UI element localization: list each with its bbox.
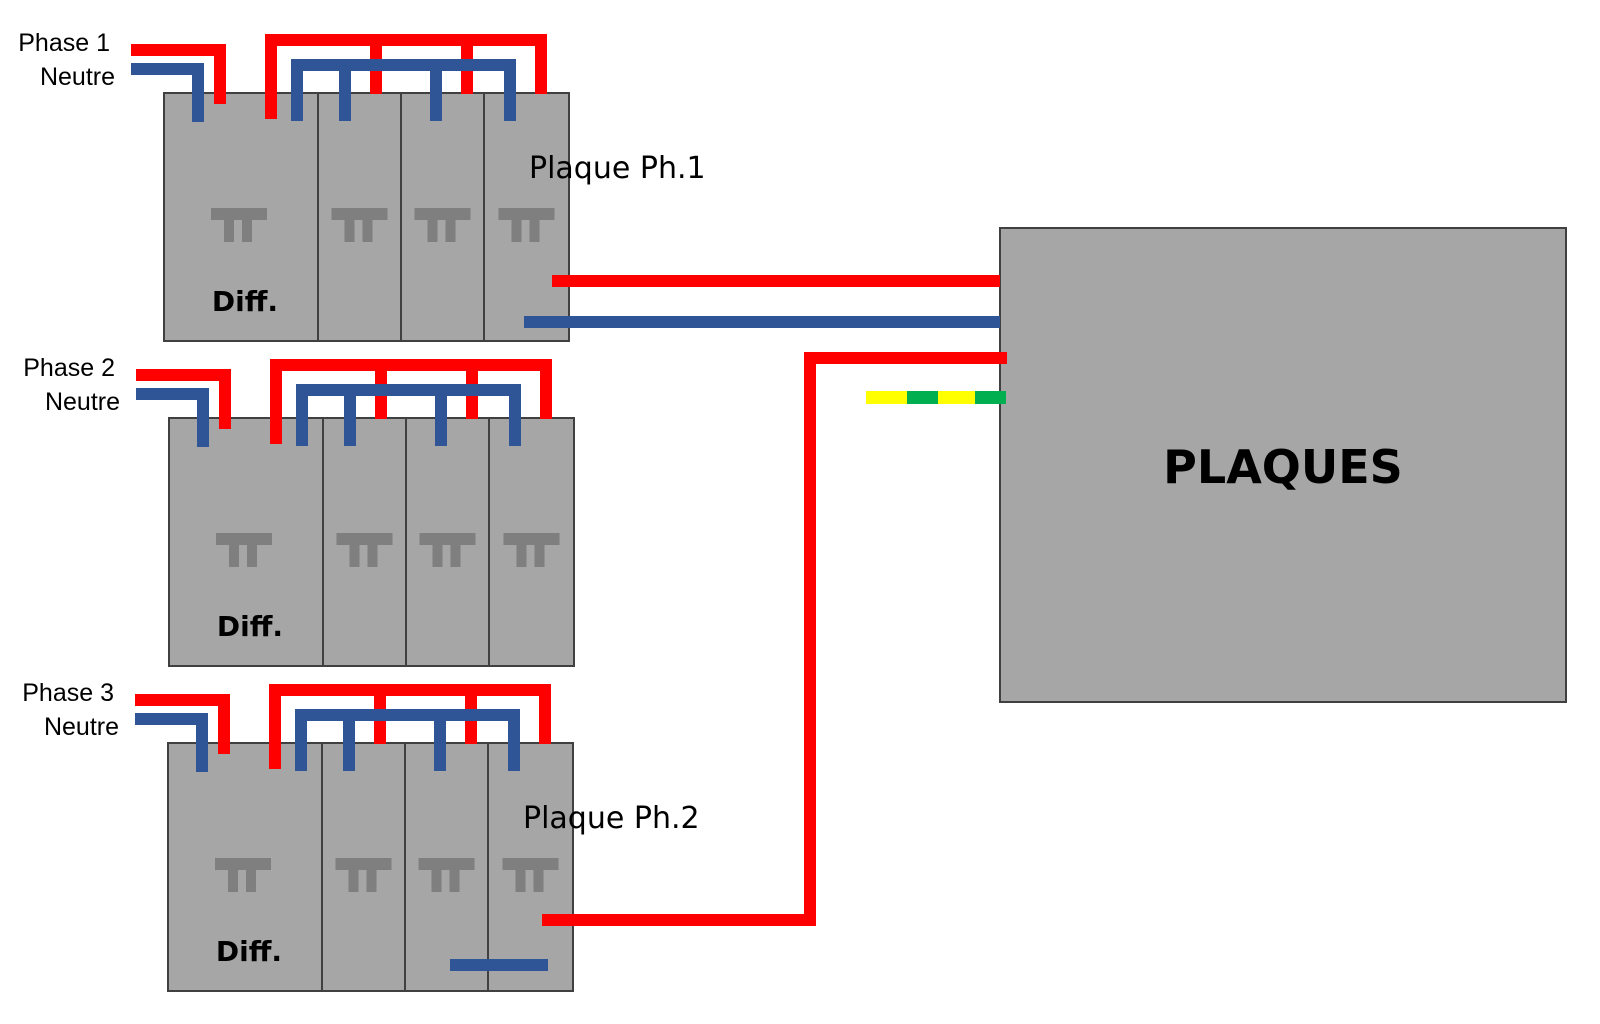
neutral-label: Neutre bbox=[45, 388, 120, 416]
earth-segment-green bbox=[975, 391, 1006, 404]
diff-label: Diff. bbox=[216, 935, 282, 968]
incoming-neutral-wire bbox=[136, 388, 209, 447]
breaker-switch-icon bbox=[418, 858, 475, 892]
earth-wire bbox=[866, 391, 1006, 404]
plaques-title: PLAQUES bbox=[1163, 440, 1403, 494]
incoming-phase-wire bbox=[136, 369, 231, 429]
breaker-switch-icon bbox=[419, 533, 476, 567]
breaker-group-1: Diff. Phase 1 Neutre bbox=[18, 29, 570, 342]
phase2-feed-wire bbox=[542, 352, 1007, 926]
incoming-neutral-wire bbox=[131, 63, 204, 122]
diff-label: Diff. bbox=[212, 285, 278, 318]
neutral-bus-wire bbox=[296, 384, 521, 446]
neutral-label: Neutre bbox=[44, 713, 119, 741]
breaker-group-2: Diff. Phase 2 Neutre bbox=[23, 354, 575, 667]
breaker-switch-icon bbox=[414, 208, 471, 242]
phase-bus-wire bbox=[270, 359, 552, 444]
diff-label: Diff. bbox=[217, 610, 283, 643]
phase-bus-wire bbox=[265, 34, 547, 119]
breaker-switch-icon bbox=[331, 208, 388, 242]
breaker-switch-icon bbox=[503, 533, 560, 567]
incoming-neutral-wire bbox=[135, 713, 208, 772]
breaker-switch-icon bbox=[211, 208, 267, 242]
phase-label: Phase 3 bbox=[22, 679, 114, 707]
phase-bus-wire bbox=[269, 684, 551, 769]
earth-segment-green bbox=[907, 391, 938, 404]
neutral-bus-wire bbox=[295, 709, 520, 771]
breaker-switch-icon bbox=[215, 858, 271, 892]
breaker-switch-icon bbox=[498, 208, 555, 242]
breaker-switch-icon bbox=[216, 533, 272, 567]
breaker-switch-icon bbox=[336, 533, 393, 567]
breaker-switch-icon bbox=[502, 858, 559, 892]
plaque-ph2-label: Plaque Ph.2 bbox=[523, 801, 700, 836]
phase-label: Phase 1 bbox=[18, 29, 110, 57]
earth-segment-yellow bbox=[866, 391, 907, 404]
plaques-box bbox=[999, 227, 1567, 703]
incoming-phase-wire bbox=[135, 694, 230, 754]
incoming-phase-wire bbox=[131, 44, 226, 104]
phase-label: Phase 2 bbox=[23, 354, 115, 382]
plaque-ph1-label: Plaque Ph.1 bbox=[529, 151, 706, 186]
breaker-group-3: Diff. Phase 3 Neutre bbox=[22, 679, 574, 992]
earth-segment-yellow bbox=[938, 391, 975, 404]
breaker-switch-icon bbox=[335, 858, 392, 892]
neutral-bus-wire bbox=[291, 59, 516, 121]
neutral-label: Neutre bbox=[40, 63, 115, 91]
